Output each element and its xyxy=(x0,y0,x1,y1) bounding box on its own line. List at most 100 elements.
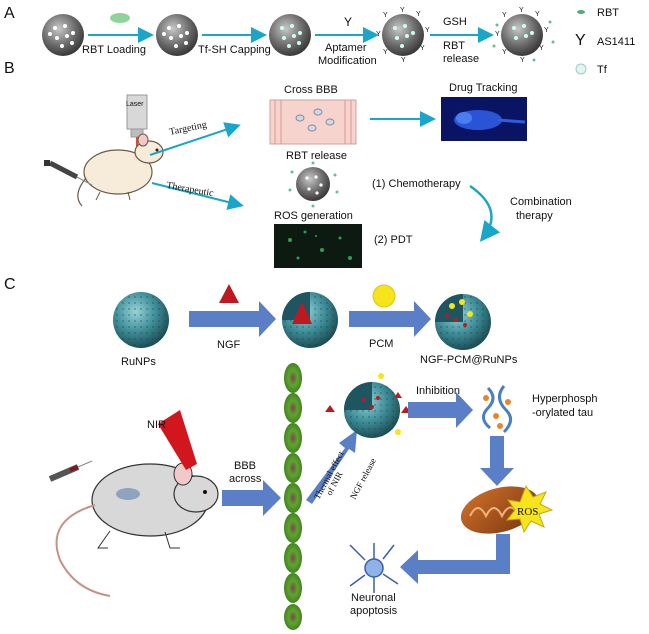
combination-curve-arrow xyxy=(469,184,501,242)
neuron-icon xyxy=(349,543,399,593)
runps-sphere xyxy=(113,292,169,348)
arrow-to-apoptosis xyxy=(400,534,510,584)
svg-text:Y: Y xyxy=(383,49,388,56)
pcm-sphere-icon xyxy=(372,284,396,308)
label-across: across xyxy=(229,473,262,485)
label-hyperphosph: Hyperphosph xyxy=(532,393,597,405)
rbt-drug-blob xyxy=(110,13,130,23)
arrow-down-to-mito xyxy=(480,436,514,486)
nanoparticle-loaded xyxy=(156,14,198,56)
legend: RBT Y AS1411 Tf xyxy=(575,7,635,76)
red-ngf-particle xyxy=(325,405,335,412)
ngf-pcm-runps-sphere xyxy=(435,294,491,350)
svg-text:Y: Y xyxy=(519,7,524,14)
svg-text:Y: Y xyxy=(401,57,406,64)
legend-tf-icon xyxy=(575,63,587,75)
aptamer-y-icon: Y xyxy=(344,15,352,29)
nanoparticle-release-b xyxy=(288,161,339,208)
bbb-vessel-image xyxy=(269,99,357,145)
drug-tracking-image xyxy=(441,97,527,141)
svg-text:Y: Y xyxy=(376,31,381,38)
label-apoptosis: apoptosis xyxy=(350,605,398,617)
nanoparticle-releasing: Y Y Y Y Y Y Y Y xyxy=(492,7,555,64)
svg-text:Y: Y xyxy=(502,49,507,56)
label-gsh: GSH xyxy=(443,16,467,28)
mouse-illustration xyxy=(77,133,164,207)
svg-text:Y: Y xyxy=(420,45,425,52)
svg-text:Y: Y xyxy=(383,12,388,19)
arrow-therapeutic xyxy=(151,182,244,210)
mitochondria-icon xyxy=(460,486,540,534)
label-ngf-release: NGF release xyxy=(348,456,378,501)
red-ngf-particle-3 xyxy=(394,392,402,398)
label-tf-sh-capping: Tf-SH Capping xyxy=(198,44,271,56)
svg-text:Y: Y xyxy=(425,27,430,34)
svg-text:Y: Y xyxy=(502,12,507,19)
panel-label-c: C xyxy=(4,276,16,293)
label-rbt-loading: RBT Loading xyxy=(82,44,146,56)
arrow-bbb-across xyxy=(222,480,281,516)
label-laser: Laser xyxy=(126,101,144,108)
nir-beam xyxy=(158,410,197,470)
arrow-inhibition xyxy=(408,392,473,428)
label-therapeutic: Therapeutic xyxy=(165,180,214,199)
label-cross-bbb: Cross BBB xyxy=(284,84,338,96)
label-inhibition: Inhibition xyxy=(416,385,460,397)
bbb-cell-column xyxy=(284,363,302,630)
arrow-ngf xyxy=(189,301,276,337)
ros-burst-icon xyxy=(505,484,554,534)
ngf-triangle-icon xyxy=(219,284,239,303)
svg-text:Y: Y xyxy=(544,27,549,34)
legend-tf-label: Tf xyxy=(597,64,608,76)
svg-text:Y: Y xyxy=(535,11,540,18)
yellow-pcm-particle xyxy=(378,373,384,379)
syringe-icon xyxy=(44,160,93,186)
label-modification: Modification xyxy=(318,55,377,67)
label-targeting: Targeting xyxy=(168,119,207,138)
panel-label-b: B xyxy=(4,60,15,77)
label-drug-tracking: Drug Tracking xyxy=(449,82,517,94)
label-ros: ROS xyxy=(517,506,538,518)
label-combination: Combination xyxy=(510,196,572,208)
label-ros-generation: ROS generation xyxy=(274,210,353,222)
released-np-sphere xyxy=(344,382,400,438)
svg-text:Y: Y xyxy=(400,7,405,14)
mouse-c-illustration xyxy=(55,462,219,597)
panel-label-a: A xyxy=(4,5,15,22)
label-pdt: (2) PDT xyxy=(374,234,413,246)
label-ngf-pcm-runps: NGF-PCM@RuNPs xyxy=(420,354,518,366)
label-neuronal: Neuronal xyxy=(351,592,396,604)
arrow-targeting xyxy=(149,122,241,156)
label-ngf: NGF xyxy=(217,339,241,351)
label-bbb: BBB xyxy=(234,460,256,472)
ros-microscopy-image xyxy=(274,224,362,268)
svg-text:Y: Y xyxy=(520,57,525,64)
label-combination-therapy: therapy xyxy=(516,210,553,222)
label-rbt: RBT xyxy=(443,40,465,52)
svg-text:Y: Y xyxy=(495,31,500,38)
legend-rbt-label: RBT xyxy=(597,7,619,19)
label-rbt-release: RBT release xyxy=(286,150,347,162)
label-release: release xyxy=(443,53,479,65)
legend-as1411-label: AS1411 xyxy=(597,36,635,48)
svg-text:Y: Y xyxy=(539,45,544,52)
label-pcm: PCM xyxy=(369,338,393,350)
nanoparticle-capped xyxy=(269,14,311,56)
legend-as1411-icon: Y xyxy=(575,32,586,49)
tau-protein-icon xyxy=(482,385,512,434)
arrow-thermal-release xyxy=(306,430,357,504)
syringe-c-icon xyxy=(48,460,93,482)
arrow-pcm xyxy=(349,301,431,337)
label-nir: NIR xyxy=(147,419,166,431)
label-chemotherapy: (1) Chemotherapy xyxy=(372,178,461,190)
label-runps: RuNPs xyxy=(121,356,156,368)
label-orylated-tau: -orylated tau xyxy=(532,407,593,419)
runps-with-ngf xyxy=(282,292,338,348)
yellow-pcm-particle-2 xyxy=(395,429,401,435)
nanoparticle-empty xyxy=(42,14,84,56)
nanoparticle-aptamer: Y Y Y Y Y Y Y Y xyxy=(376,7,430,64)
svg-text:Y: Y xyxy=(416,11,421,18)
label-aptamer: Aptamer xyxy=(325,42,367,54)
legend-rbt-icon xyxy=(577,10,585,14)
